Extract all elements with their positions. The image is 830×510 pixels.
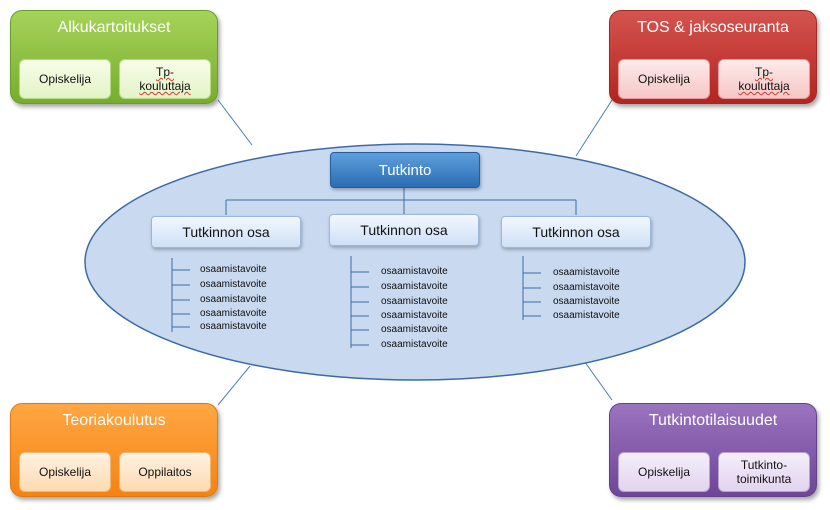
learning-goal: osaamistavoite bbox=[553, 310, 620, 321]
box-label-line2: kouluttaja bbox=[738, 79, 790, 93]
learning-goal: osaamistavoite bbox=[200, 279, 267, 290]
connector-line bbox=[575, 99, 613, 157]
connector-line bbox=[581, 357, 613, 401]
box-label: Opiskelija bbox=[637, 465, 691, 479]
learning-goal: osaamistavoite bbox=[200, 321, 267, 332]
tp-kouluttaja-box[interactable]: Tp-kouluttaja bbox=[119, 59, 211, 99]
box-label: Tutkinto-toimikunta bbox=[737, 458, 792, 486]
learning-goal: osaamistavoite bbox=[553, 267, 620, 278]
box-label-line1: Tp- bbox=[156, 65, 174, 79]
goal-brackets bbox=[171, 256, 541, 348]
learning-goal: osaamistavoite bbox=[381, 310, 448, 321]
panel-title: Tutkintotilaisuudet bbox=[648, 412, 778, 429]
learning-goal: osaamistavoite bbox=[381, 339, 448, 350]
tp-kouluttaja-box[interactable]: Tp-kouluttaja bbox=[718, 59, 810, 99]
opiskelija-box[interactable]: Opiskelija bbox=[618, 59, 710, 99]
tree-lines bbox=[225, 186, 577, 215]
box-label-line1: Tutkinto- bbox=[740, 458, 788, 472]
degree-part-node[interactable]: Tutkinnon osa bbox=[329, 214, 479, 246]
box-label: Opiskelija bbox=[637, 72, 691, 86]
box-label-line2: toimikunta bbox=[736, 472, 792, 486]
panel-alkukartoitukset[interactable]: Alkukartoitukset Opiskelija Tp-kouluttaj… bbox=[10, 10, 218, 104]
box-label: Opiskelija bbox=[38, 72, 92, 86]
panel-tos-jaksoseuranta[interactable]: TOS & jaksoseuranta Opiskelija Tp-koulut… bbox=[609, 10, 817, 104]
box-label: Tp-kouluttaja bbox=[139, 65, 190, 93]
degree-part-node[interactable]: Tutkinnon osa bbox=[151, 216, 301, 248]
learning-goal: osaamistavoite bbox=[200, 294, 267, 305]
box-label: Tp-kouluttaja bbox=[738, 65, 789, 93]
learning-goal: osaamistavoite bbox=[381, 296, 448, 307]
panel-tutkintotilaisuudet[interactable]: Tutkintotilaisuudet Opiskelija Tutkinto-… bbox=[609, 403, 817, 497]
learning-goal: osaamistavoite bbox=[381, 324, 448, 335]
box-label-line2: kouluttaja bbox=[139, 79, 191, 93]
degree-node[interactable]: Tutkinto bbox=[330, 152, 480, 188]
learning-goal: osaamistavoite bbox=[381, 281, 448, 292]
opiskelija-box[interactable]: Opiskelija bbox=[19, 452, 111, 492]
learning-goal: osaamistavoite bbox=[553, 282, 620, 293]
learning-goal: osaamistavoite bbox=[200, 264, 267, 275]
degree-part-node[interactable]: Tutkinnon osa bbox=[501, 216, 651, 248]
learning-goal: osaamistavoite bbox=[553, 296, 620, 307]
panel-teoriakoulutus[interactable]: Teoriakoulutus Opiskelija Oppilaitos bbox=[10, 403, 218, 497]
box-label-line1: Tp- bbox=[755, 65, 773, 79]
panel-title: TOS & jaksoseuranta bbox=[637, 19, 789, 36]
center-ellipse bbox=[84, 143, 746, 381]
connector-line bbox=[217, 365, 251, 406]
oppilaitos-box[interactable]: Oppilaitos bbox=[119, 452, 211, 492]
learning-goal: osaamistavoite bbox=[381, 266, 448, 277]
box-label: Oppilaitos bbox=[138, 465, 192, 479]
box-label: Opiskelija bbox=[38, 465, 92, 479]
connector-line bbox=[217, 99, 253, 146]
learning-goal: osaamistavoite bbox=[200, 308, 267, 319]
tutkintotoimikunta-box[interactable]: Tutkinto-toimikunta bbox=[718, 452, 810, 492]
panel-title: Teoriakoulutus bbox=[62, 412, 166, 429]
opiskelija-box[interactable]: Opiskelija bbox=[19, 59, 111, 99]
panel-title: Alkukartoitukset bbox=[57, 19, 171, 36]
opiskelija-box[interactable]: Opiskelija bbox=[618, 452, 710, 492]
